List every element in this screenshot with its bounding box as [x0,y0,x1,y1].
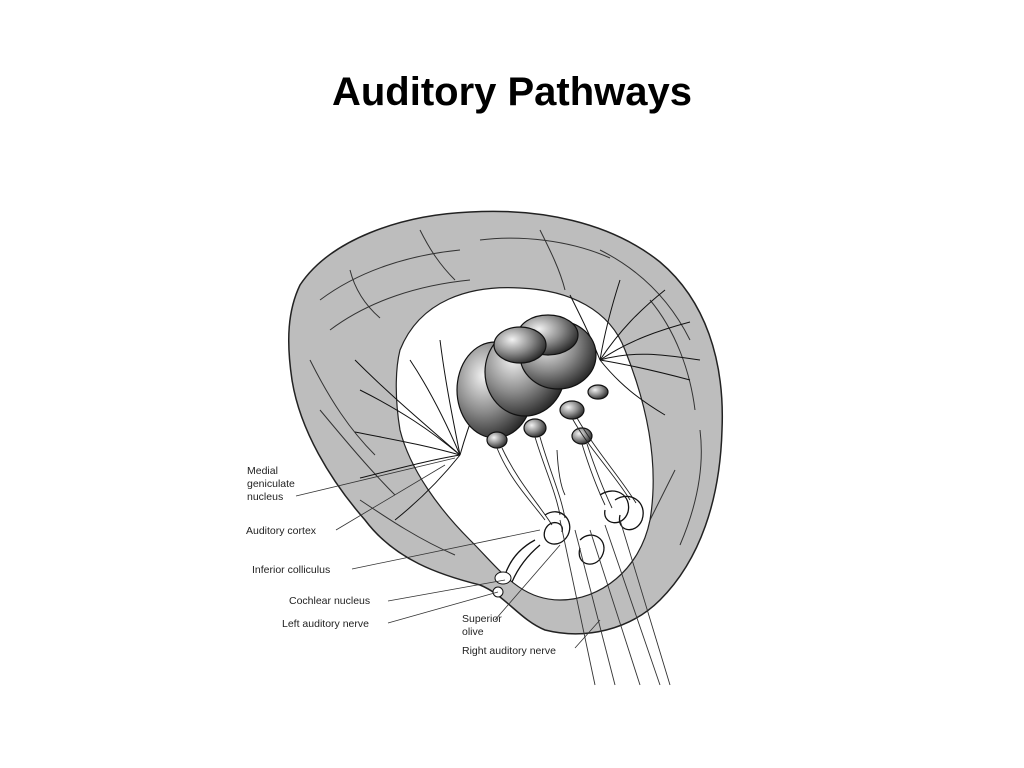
label-superior-olive-2: olive [462,626,484,638]
pathway-fibers [496,417,637,526]
label-medial-geniculate-2: geniculate [247,478,295,490]
label-left-auditory-nerve: Left auditory nerve [282,618,369,630]
label-cochlear-nucleus: Cochlear nucleus [289,595,370,607]
label-medial-geniculate-1: Medial [247,465,278,477]
cortex-folds [309,229,702,561]
label-auditory-cortex: Auditory cortex [246,525,317,537]
right-radiating-fibers [569,279,701,416]
slide-title: Auditory Pathways [331,70,693,114]
label-right-auditory-nerve: Right auditory nerve [462,645,556,657]
label-medial-geniculate-3: nucleus [247,491,283,503]
right-auditory-nerve-fibers [559,519,671,686]
label-inferior-colliculus: Inferior colliculus [252,564,330,576]
label-leader-lines [295,457,601,649]
label-superior-olive-1: Superior [462,613,502,625]
thalamus-structures [456,314,609,449]
